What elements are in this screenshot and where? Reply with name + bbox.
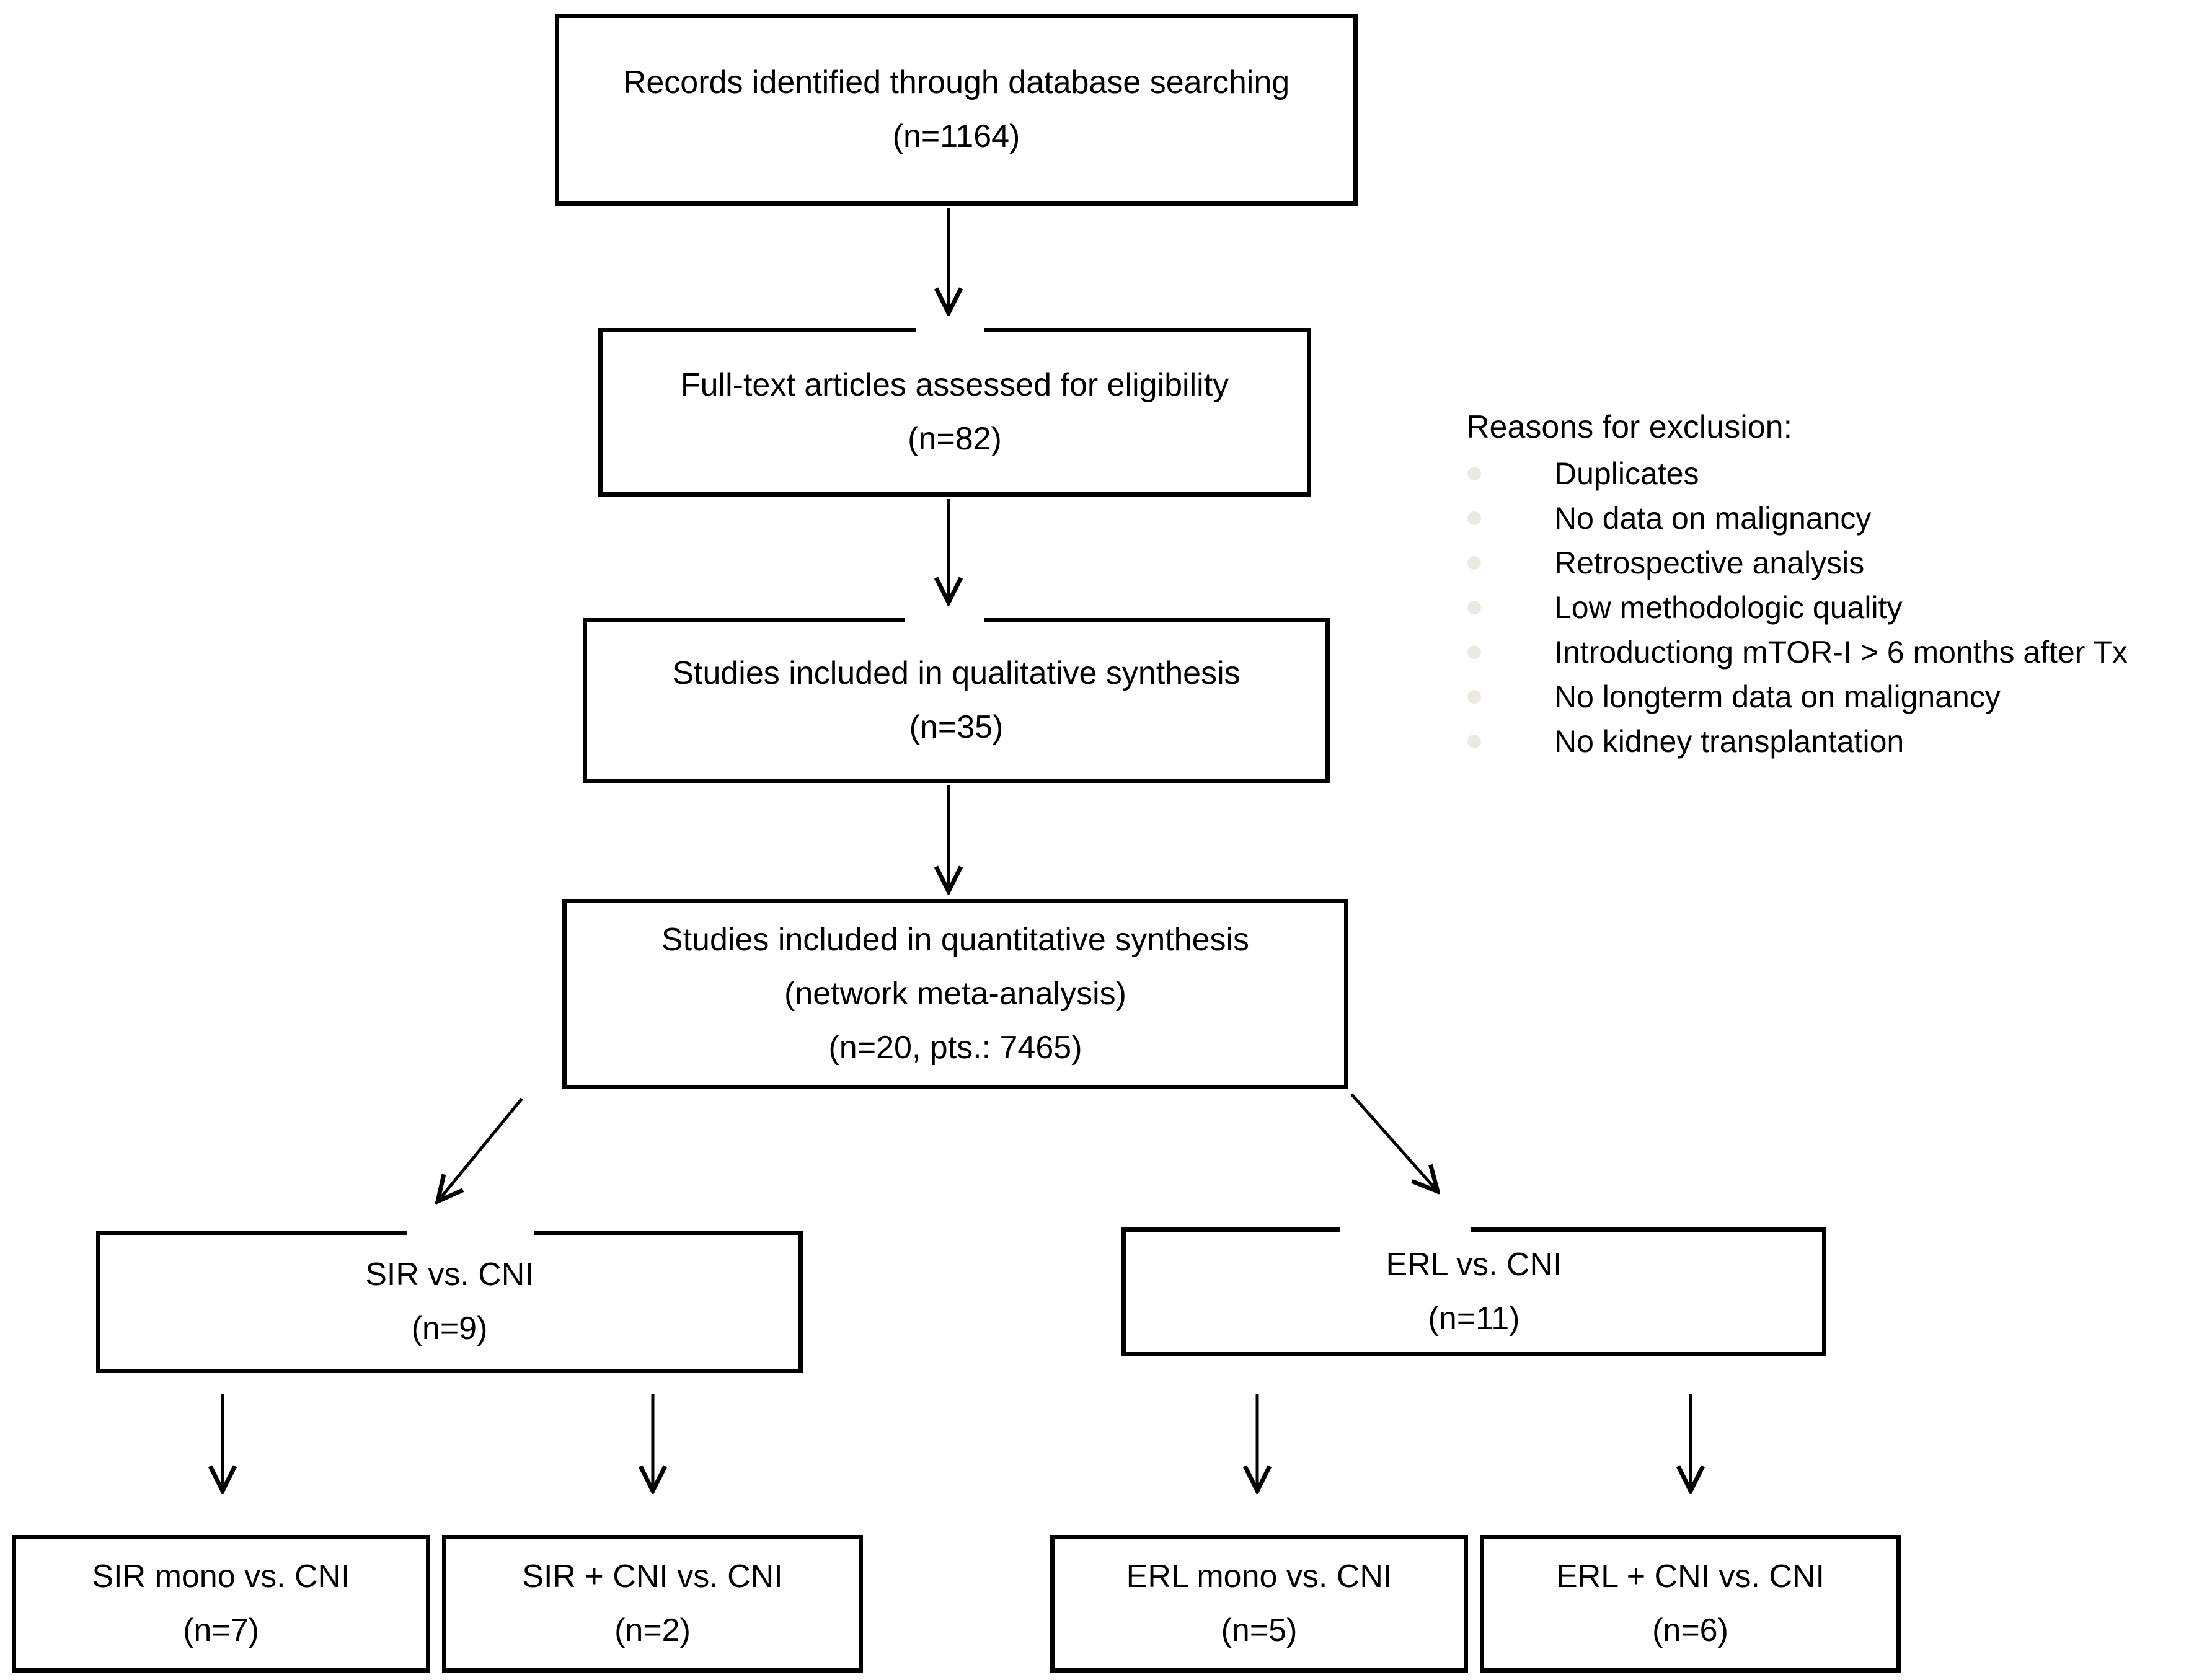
box-erl-vs-cni: ERL vs. CNI (n=11) bbox=[1121, 1227, 1826, 1356]
exclusion-item: No longterm data on malignancy bbox=[1466, 674, 2194, 719]
bullet-icon bbox=[1467, 735, 1481, 748]
box-sir-mono-count: (n=7) bbox=[183, 1612, 259, 1648]
box-sir-mono-vs-cni: SIR mono vs. CNI (n=7) bbox=[12, 1535, 430, 1673]
box-sir-plus-cni-line-1: SIR + CNI vs. CNI bbox=[522, 1558, 783, 1594]
exclusion-item-label: Retrospective analysis bbox=[1554, 546, 1865, 580]
box-erl-mono-count: (n=5) bbox=[1221, 1612, 1298, 1648]
box-qualitative-line-1: Studies included in qualitative synthesi… bbox=[672, 655, 1241, 691]
exclusion-item-label: No data on malignancy bbox=[1554, 501, 1872, 536]
box-records-line-1: Records identified through database sear… bbox=[622, 64, 1290, 100]
box-qualitative-synthesis: Studies included in qualitative synthesi… bbox=[583, 618, 1330, 783]
box-qualitative-count: (n=35) bbox=[909, 709, 1004, 745]
exclusion-list: Duplicates No data on malignancy Retrosp… bbox=[1466, 451, 2194, 764]
exclusion-item-label: Duplicates bbox=[1554, 456, 1699, 491]
box-sir-mono-line-1: SIR mono vs. CNI bbox=[92, 1558, 350, 1594]
box-quantitative-synthesis: Studies included in quantitative synthes… bbox=[562, 899, 1348, 1089]
exclusion-item-label: No longterm data on malignancy bbox=[1554, 679, 2001, 714]
box-sir-plus-cni-count: (n=2) bbox=[614, 1612, 691, 1648]
exclusion-panel: Reasons for exclusion: Duplicates No dat… bbox=[1466, 404, 2194, 764]
exclusion-item: Duplicates bbox=[1466, 451, 2194, 496]
box-erl-mono-vs-cni: ERL mono vs. CNI (n=5) bbox=[1050, 1535, 1468, 1673]
box-quantitative-count: (n=20, pts.: 7465) bbox=[828, 1030, 1082, 1066]
box-erl-plus-cni-line-1: ERL + CNI vs. CNI bbox=[1556, 1558, 1825, 1594]
box-quantitative-line-1: Studies included in quantitative synthes… bbox=[661, 922, 1250, 958]
border-gap bbox=[905, 618, 984, 622]
box-fulltext-assessed: Full-text articles assessed for eligibil… bbox=[598, 328, 1311, 497]
exclusion-item-label: Introductiong mTOR-I > 6 months after Tx bbox=[1554, 635, 2128, 670]
box-sir-count: (n=9) bbox=[411, 1311, 488, 1346]
box-erl-plus-cni-vs-cni: ERL + CNI vs. CNI (n=6) bbox=[1480, 1535, 1901, 1673]
box-erl-line-1: ERL vs. CNI bbox=[1386, 1247, 1562, 1283]
box-quantitative-line-2: (network meta-analysis) bbox=[784, 976, 1126, 1012]
bullet-icon bbox=[1467, 645, 1481, 659]
arrow-quantitative-to-erl bbox=[1350, 1093, 1438, 1191]
exclusion-item: No kidney transplantation bbox=[1466, 719, 2194, 764]
box-records-count: (n=1164) bbox=[892, 118, 1020, 154]
box-erl-mono-line-1: ERL mono vs. CNI bbox=[1126, 1558, 1392, 1594]
border-gap bbox=[916, 328, 984, 332]
exclusion-item-label: Low methodologic quality bbox=[1554, 590, 1903, 625]
exclusion-item-label: No kidney transplantation bbox=[1554, 724, 1904, 759]
box-sir-vs-cni: SIR vs. CNI (n=9) bbox=[96, 1231, 803, 1373]
box-fulltext-count: (n=82) bbox=[908, 421, 1002, 457]
exclusion-item: Introductiong mTOR-I > 6 months after Tx bbox=[1466, 630, 2194, 674]
box-erl-plus-cni-count: (n=6) bbox=[1652, 1612, 1728, 1648]
border-gap bbox=[1340, 1227, 1471, 1232]
arrow-quantitative-to-sir bbox=[438, 1097, 523, 1201]
box-records-identified: Records identified through database sear… bbox=[555, 14, 1358, 206]
box-sir-plus-cni-vs-cni: SIR + CNI vs. CNI (n=2) bbox=[442, 1535, 863, 1673]
exclusion-item: Retrospective analysis bbox=[1466, 541, 2194, 585]
exclusion-item: No data on malignancy bbox=[1466, 496, 2194, 541]
box-fulltext-line-1: Full-text articles assessed for eligibil… bbox=[680, 367, 1229, 403]
border-gap bbox=[407, 1231, 534, 1235]
box-erl-count: (n=11) bbox=[1428, 1301, 1520, 1337]
exclusion-item: Low methodologic quality bbox=[1466, 585, 2194, 630]
bullet-icon bbox=[1467, 690, 1481, 704]
bullet-icon bbox=[1467, 467, 1481, 480]
bullet-icon bbox=[1467, 601, 1481, 614]
box-sir-line-1: SIR vs. CNI bbox=[365, 1257, 534, 1293]
bullet-icon bbox=[1467, 511, 1481, 525]
bullet-icon bbox=[1467, 556, 1481, 570]
exclusion-heading: Reasons for exclusion: bbox=[1466, 409, 1793, 445]
